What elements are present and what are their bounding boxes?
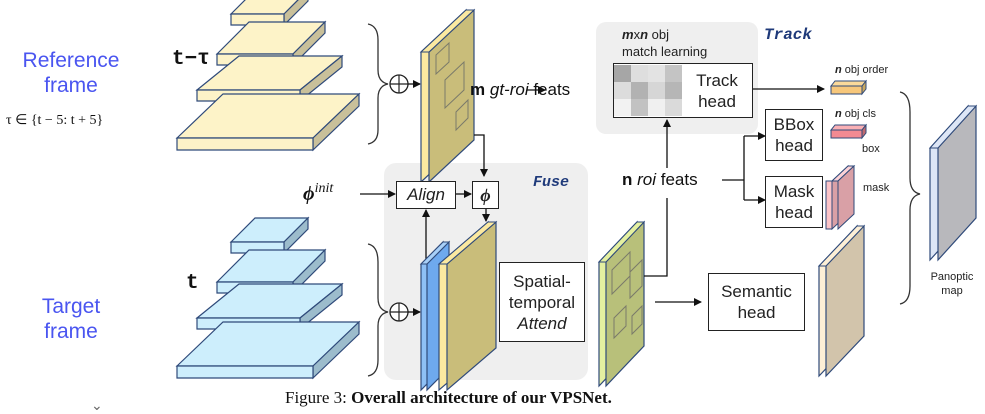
ml-line2: match learning (622, 44, 708, 59)
reference-label-line1: Reference (22, 49, 120, 72)
bbox-head-line1: BBox (773, 115, 815, 134)
roi-feats-text: feats (656, 170, 698, 189)
track-head-label: Track head (682, 70, 752, 112)
m-bold: m (470, 80, 486, 99)
mask-head-box: Mask head (765, 176, 823, 228)
semantic-head-box: Semantic head (708, 273, 805, 331)
matrix-cell (648, 65, 665, 82)
reference-pyramid (175, 0, 361, 152)
matrix-cell (614, 82, 631, 99)
ml-obj: obj (648, 27, 669, 42)
bbox-head-line2: head (775, 136, 813, 155)
bbox-head-box: BBox head (765, 109, 823, 161)
track-head-line2: head (698, 91, 736, 111)
matrix-cell (648, 99, 665, 116)
track-title: Track (764, 26, 813, 44)
box-label: box (862, 143, 880, 155)
fuse-title: Fuse (533, 174, 570, 191)
target-label-line1: Target (41, 295, 101, 318)
target-label-line2: frame (44, 320, 98, 343)
tau-range: τ ∈ {t − 5: t + 5} (6, 113, 104, 128)
phi-init-label: ϕinit (303, 181, 333, 206)
figure-caption: Figure 3: Overall architecture of our VP… (285, 388, 612, 408)
mask-label: mask (863, 182, 890, 194)
matrix-cell (665, 82, 682, 99)
m-gt-roi-feats: m gt-roi feats (470, 80, 570, 100)
n-bold: n (622, 170, 633, 189)
matrix-cell (665, 99, 682, 116)
phi-symbol: ϕ (303, 182, 315, 205)
panoptic-map (928, 104, 978, 262)
semantic-head-line2: head (737, 303, 776, 322)
panoptic-line2: map (941, 285, 963, 297)
pyramid-slab-face (176, 137, 314, 151)
sum-icon-target (389, 302, 409, 322)
cls-n: n (835, 108, 842, 120)
track-head-box: Track head (613, 63, 753, 118)
semantic-output (817, 224, 866, 378)
obj-cls-label: n obj cls (835, 108, 876, 120)
caption-title: Overall architecture of our VPSNet. (351, 388, 612, 407)
reference-frame-label: Reference frame (0, 48, 142, 98)
st-line3: Attend (517, 313, 567, 333)
obj-order-label: n obj order (835, 64, 888, 76)
target-time-label: t (186, 272, 199, 295)
phi-box: ϕ (472, 181, 499, 209)
sum-icon-reference (389, 74, 409, 94)
matrix-cell (614, 99, 631, 116)
st-line1: Spatial- (513, 271, 571, 291)
track-head-line1: Track (696, 70, 738, 90)
spatial-temporal-attend-box: Spatial- temporal Attend (499, 262, 585, 342)
ml-x: x (633, 27, 641, 42)
caption-prefix: Figure 3: (285, 388, 352, 407)
ml-n: n (640, 27, 649, 42)
target-frame-label: Target frame (0, 294, 142, 344)
matrix-cell (631, 82, 648, 99)
panoptic-brace (899, 91, 921, 305)
obj-cls-bar (829, 123, 868, 140)
reference-time-label: t−τ (172, 48, 210, 71)
chevron-down-icon[interactable]: ⌄ (91, 397, 103, 413)
order-n: n (835, 64, 842, 76)
semantic-head-line1: Semantic (721, 282, 792, 301)
align-box: Align (396, 181, 456, 209)
match-matrix (614, 65, 682, 116)
matrix-cell (665, 65, 682, 82)
match-learning-label: mxn obj match learning (622, 26, 707, 60)
mask-head-line2: head (775, 203, 813, 222)
st-line2: temporal (508, 292, 576, 312)
matrix-cell (614, 65, 631, 82)
matrix-cell (631, 99, 648, 116)
fused-feature-maps (419, 220, 498, 392)
panoptic-map-label: Panoptic map (925, 270, 979, 298)
target-pyramid (175, 216, 361, 380)
phi-init-superscript: init (314, 181, 334, 196)
obj-order-bar (829, 79, 868, 96)
cls-text: obj cls (841, 108, 876, 120)
target-feature-map (597, 220, 646, 388)
ml-m: m (622, 27, 634, 42)
pyramid-slab-face (176, 365, 314, 379)
order-text: obj order (841, 64, 889, 76)
matrix-cell (631, 65, 648, 82)
gt-roi-italic: gt-roi (489, 80, 529, 99)
mask-output (825, 164, 856, 231)
n-roi-feats: n roi feats (622, 170, 698, 190)
reference-label-line2: frame (44, 74, 98, 97)
target-brace (367, 243, 389, 377)
panoptic-line1: Panoptic (930, 271, 974, 283)
reference-brace (367, 23, 389, 145)
matrix-cell (648, 82, 665, 99)
roi-italic: roi (637, 170, 657, 189)
feats-text: feats (528, 80, 571, 99)
mask-head-line1: Mask (773, 182, 815, 201)
reference-feature-map (419, 8, 476, 184)
